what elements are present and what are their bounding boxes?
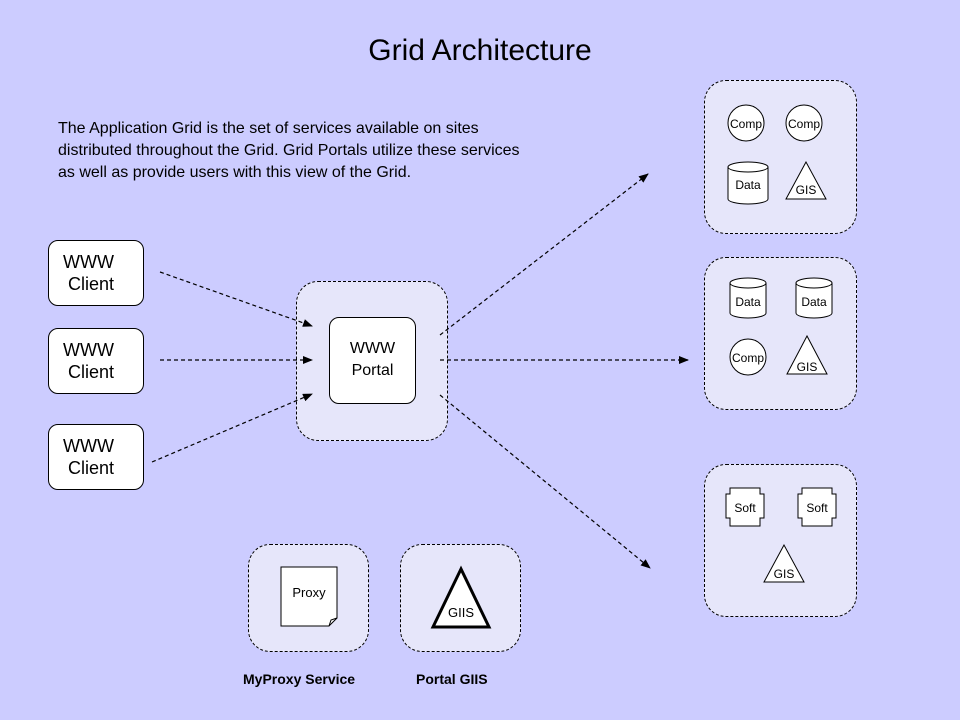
giis-label: GIIS xyxy=(448,605,474,620)
site2-data-2-label: Data xyxy=(801,295,827,309)
site1-comp-1-label: Comp xyxy=(730,117,762,131)
arrow-portal-site3 xyxy=(439,394,651,569)
site2-data-1-label: Data xyxy=(735,295,761,309)
giis-triangle: GIIS xyxy=(430,565,492,629)
site1-comp-2-label: Comp xyxy=(788,117,820,131)
arrow-client1-portal xyxy=(159,271,313,327)
site1-comp-2: Comp xyxy=(785,104,823,142)
site3-soft-1: Soft xyxy=(725,487,765,527)
site1-data-cylinder: Data xyxy=(727,161,769,205)
site2-gis-label: GIS xyxy=(797,360,818,374)
site1-gis-label: GIS xyxy=(796,183,817,197)
page-title: Grid Architecture xyxy=(368,34,592,67)
proxy-document: Proxy xyxy=(280,566,338,627)
site2-comp-label: Comp xyxy=(732,351,764,365)
portal-giis-caption: Portal GIIS xyxy=(416,671,488,687)
site2-data-cylinder-2: Data xyxy=(795,277,833,319)
www-client-1-label: WWW Client xyxy=(63,252,115,294)
site3-gis-triangle: GIS xyxy=(763,543,805,583)
proxy-label: Proxy xyxy=(292,585,326,600)
resource-site-1 xyxy=(704,80,857,234)
site1-gis-triangle: GIS xyxy=(785,160,827,200)
arrow-portal-site1 xyxy=(439,173,649,336)
www-client-3: WWW Client xyxy=(48,424,144,490)
site2-data-cylinder-1: Data xyxy=(729,277,767,319)
www-portal-label: WWW Portal xyxy=(349,340,396,379)
site3-soft-2: Soft xyxy=(797,487,837,527)
www-client-2: WWW Client xyxy=(48,328,144,394)
site2-gis-triangle: GIS xyxy=(786,334,828,375)
site1-data-label: Data xyxy=(735,178,761,192)
www-client-3-label: WWW Client xyxy=(63,436,115,478)
myproxy-caption: MyProxy Service xyxy=(243,671,356,687)
www-client-2-label: WWW Client xyxy=(63,340,115,382)
site3-gis-label: GIS xyxy=(774,567,795,581)
www-client-1: WWW Client xyxy=(48,240,144,306)
site3-soft-1-label: Soft xyxy=(734,501,756,515)
site1-comp-1: Comp xyxy=(727,104,765,142)
arrow-client3-portal xyxy=(151,393,313,463)
www-portal: WWW Portal xyxy=(329,317,416,404)
description-text: The Application Grid is the set of servi… xyxy=(58,120,520,181)
site2-comp: Comp xyxy=(729,338,767,376)
site3-soft-2-label: Soft xyxy=(806,501,828,515)
